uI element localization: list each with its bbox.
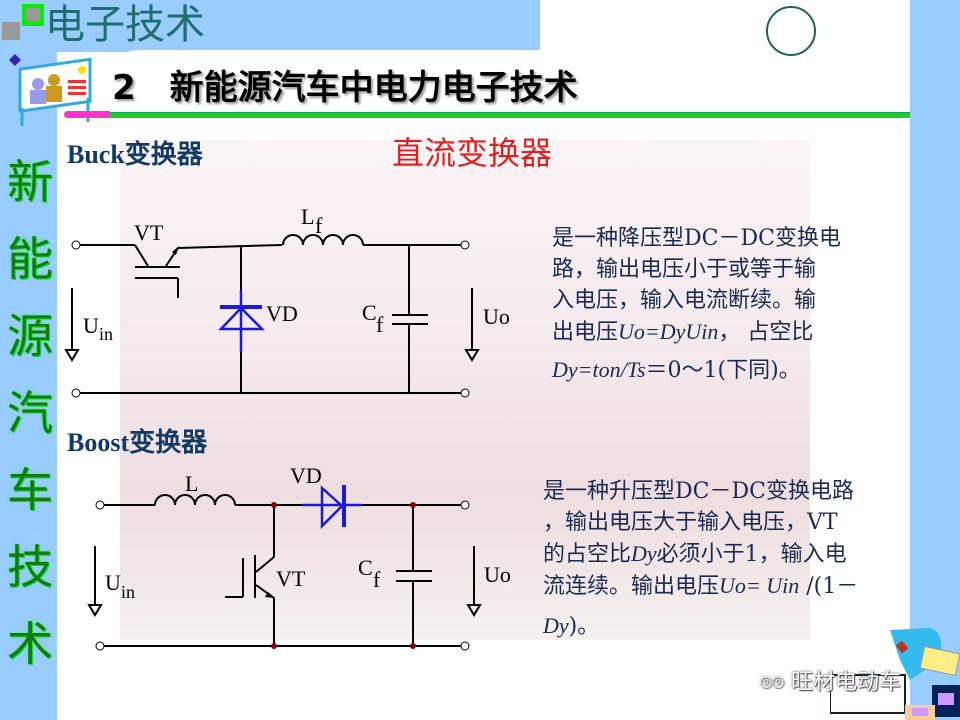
wechat-icon: ⌾⌾	[760, 670, 784, 694]
sidebar-char: 源	[7, 309, 53, 363]
desc-line: ，输出电压大于输入电压，VT	[543, 510, 838, 535]
sidebar-char: 能	[7, 232, 53, 286]
desc-text: )。	[568, 614, 600, 639]
desc-line: 出电压Uo=DyUin， 占空比	[552, 316, 841, 348]
desc-text: /(1－	[799, 574, 859, 599]
desc-text: 出电压	[552, 320, 619, 345]
sidebar-char: 技	[7, 540, 53, 594]
desc-formula: Uo=DyUin	[618, 319, 719, 344]
diode-vd-icon	[218, 290, 266, 352]
desc-line: Dy)。	[543, 610, 858, 642]
title-underline-cap	[64, 111, 110, 118]
title-underline	[110, 112, 910, 118]
desc-text: 的占空比	[543, 542, 632, 567]
desc-line: 流连续。输出电压Uo= Uin /(1－	[543, 570, 858, 602]
buck-l-label: L	[301, 204, 314, 229]
boost-l-label: L	[185, 471, 198, 496]
desc-text: 必须小于1，输入电	[656, 542, 847, 567]
sidebar-char: 新	[7, 155, 53, 209]
desc-text: ＝0～1(下同)。	[645, 358, 801, 383]
buck-uin-sub: in	[99, 324, 113, 344]
boost-c-label: C	[358, 555, 373, 580]
boost-uin-label: U	[105, 570, 121, 595]
buck-title: Buck变换器	[67, 140, 203, 169]
desc-text: ， 占空比	[718, 320, 814, 345]
boost-vt-label: VT	[276, 566, 306, 591]
boost-vd-label: VD	[290, 463, 322, 488]
top-band	[0, 0, 540, 52]
desc-line: 路，输出电压小于或等于输	[552, 257, 817, 282]
buck-l-sub: f	[315, 213, 323, 238]
sidebar-char: 汽	[7, 386, 53, 440]
desc-formula: Dy=ton/Ts	[552, 357, 646, 382]
boost-title: Boost变换器	[67, 428, 208, 457]
buck-uo-label: Uo	[483, 304, 510, 329]
watermark-text: ⌾⌾ 旺材电动车	[760, 664, 901, 696]
slide-title: 2 新能源汽车中电力电子技术	[112, 68, 578, 108]
watermark-label: 旺材电动车	[791, 670, 902, 695]
buck-uin-label: U	[83, 313, 99, 338]
sidebar-char: 术	[7, 617, 53, 671]
boost-description: 是一种升压型DC－DC变换电路 ，输出电压大于输入电压，VT 的占空比Dy必须小…	[543, 476, 858, 642]
buck-description: 是一种降压型DC－DC变换电 路，输出电压小于或等于输 入电压，输入电流断续。输…	[552, 223, 841, 386]
buck-c-label: C	[362, 300, 377, 325]
top-title: 电子技术	[45, 2, 205, 48]
circle-decoration	[766, 6, 816, 56]
boost-uin-sub: in	[121, 582, 135, 602]
dc-converter-title: 直流变换器	[392, 134, 553, 172]
desc-line: 入电压，输入电流断续。输	[552, 288, 817, 313]
buck-vt-label: VT	[134, 220, 164, 245]
desc-line: 是一种升压型DC－DC变换电路	[543, 479, 854, 504]
billboard-icon	[9, 54, 92, 126]
desc-formula: Dy	[631, 541, 657, 566]
diode-vd-icon	[302, 485, 362, 530]
boost-c-sub: f	[373, 567, 381, 592]
desc-line: 是一种降压型DC－DC变换电	[552, 226, 841, 251]
boost-uo-label: Uo	[484, 562, 511, 587]
desc-text: 流连续。输出电压	[543, 574, 720, 599]
junction-nodes	[271, 502, 416, 649]
square-icon	[22, 4, 44, 26]
buck-c-sub: f	[376, 312, 384, 337]
right-strip	[910, 0, 960, 720]
mailbox-icon	[830, 628, 960, 720]
sidebar-char: 车	[7, 463, 53, 517]
desc-formula: Uo= Uin	[719, 573, 800, 598]
desc-line: Dy=ton/Ts＝0～1(下同)。	[552, 354, 841, 386]
buck-vd-label: VD	[266, 301, 298, 326]
desc-line: 的占空比Dy必须小于1，输入电	[543, 538, 858, 570]
square-icon	[2, 22, 20, 40]
desc-formula: Dy	[543, 613, 569, 638]
left-strip	[0, 0, 57, 720]
